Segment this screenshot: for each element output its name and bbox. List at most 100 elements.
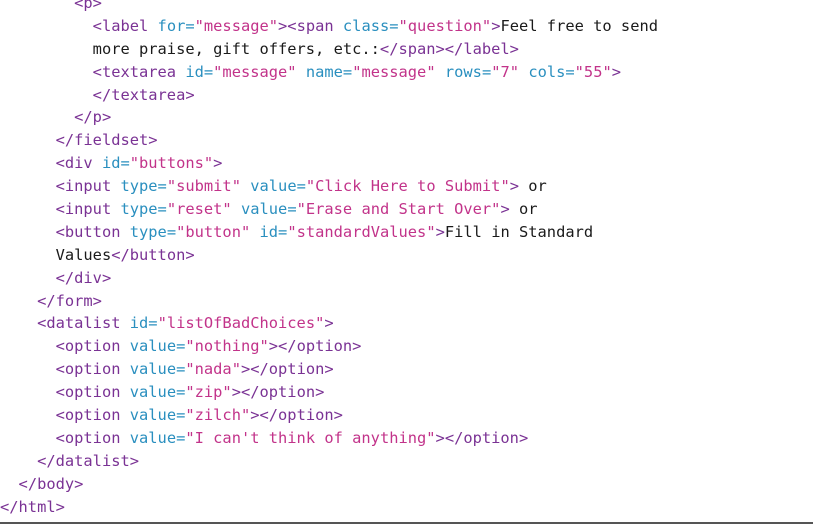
- code-token: for=: [157, 16, 195, 35]
- code-token: or: [509, 200, 538, 219]
- code-token: value=: [250, 177, 306, 196]
- code-token: "7": [491, 62, 520, 81]
- code-token: [0, 40, 93, 58]
- code-line: </fieldset>: [0, 129, 813, 152]
- code-line: <label for="message"><span class="questi…: [0, 15, 813, 38]
- code-line: <textarea id="message" name="message" ro…: [0, 61, 813, 84]
- code-token: [0, 177, 56, 195]
- code-token: "message": [352, 62, 436, 81]
- code-line: </datalist>: [0, 450, 813, 473]
- code-token: "Erase and Start Over": [296, 200, 501, 219]
- code-token: ></option>: [240, 360, 334, 379]
- code-token: </textarea>: [92, 85, 195, 104]
- code-token: "zilch": [185, 406, 251, 425]
- code-line: Values</button>: [0, 244, 813, 267]
- code-token: <option: [55, 406, 130, 425]
- code-token: Feel free to send: [500, 16, 658, 35]
- code-token: </datalist>: [37, 451, 140, 470]
- code-token: [0, 246, 56, 264]
- code-token: cols=: [528, 62, 575, 81]
- code-token: "button": [176, 222, 251, 241]
- code-token: rows=: [444, 62, 492, 81]
- code-line: <p>: [0, 0, 813, 15]
- code-token: ></option>: [435, 428, 529, 447]
- code-token: "reset": [166, 200, 232, 219]
- code-token: >: [213, 154, 223, 173]
- code-token: [0, 200, 56, 218]
- code-line: more praise, gift offers, etc.:</span></…: [0, 38, 813, 61]
- code-token: </div>: [55, 268, 112, 287]
- code-token: type=: [120, 200, 167, 219]
- code-line: </textarea>: [0, 84, 813, 107]
- code-token: <option: [55, 337, 130, 356]
- code-token: [0, 223, 56, 241]
- code-token: name=: [305, 62, 353, 81]
- code-token: value=: [129, 428, 186, 447]
- code-line: <input type="submit" value="Click Here t…: [0, 175, 813, 198]
- code-token: [0, 337, 56, 355]
- code-token: ></option>: [231, 383, 325, 402]
- code-token: </span></label>: [379, 39, 519, 58]
- code-token: [0, 292, 37, 310]
- code-token: <textarea: [92, 62, 186, 81]
- code-token: [241, 177, 250, 195]
- code-token: [0, 17, 93, 35]
- code-token: Values: [55, 245, 112, 264]
- code-token: <div: [55, 154, 102, 173]
- code-token: type=: [129, 222, 177, 241]
- code-line: <datalist id="listOfBadChoices">: [0, 312, 813, 335]
- code-line: <option value="nada"></option>: [0, 358, 813, 381]
- code-token: "zip": [185, 383, 232, 402]
- bottom-rule: [0, 522, 813, 524]
- code-token: <option: [55, 383, 130, 402]
- code-token: "listOfBadChoices": [157, 314, 325, 333]
- code-token: value=: [129, 406, 186, 425]
- code-token: id=: [185, 62, 214, 81]
- code-token: "I can't think of anything": [185, 428, 436, 447]
- code-token: [0, 406, 56, 424]
- code-line: <option value="I can't think of anything…: [0, 427, 813, 450]
- code-token: id=: [129, 314, 158, 333]
- code-line: <option value="nothing"></option>: [0, 335, 813, 358]
- code-token: </p>: [74, 108, 112, 127]
- code-token: <p>: [74, 0, 102, 12]
- code-token: >: [491, 16, 501, 35]
- code-token: "message": [213, 62, 297, 81]
- code-token: Fill in Standard: [444, 222, 594, 241]
- code-token: ></option>: [268, 337, 362, 356]
- code-line: <button type="button" id="standardValues…: [0, 221, 813, 244]
- code-token: [519, 63, 528, 81]
- code-token: >: [500, 200, 510, 219]
- code-token: [232, 200, 241, 218]
- code-token: [0, 63, 93, 81]
- code-token: >: [435, 222, 445, 241]
- code-token: >: [324, 314, 334, 333]
- code-line: </div>: [0, 267, 813, 290]
- code-token: "buttons": [129, 154, 214, 173]
- code-token: [0, 314, 37, 332]
- code-line: </form>: [0, 290, 813, 313]
- code-token: [0, 383, 56, 401]
- code-token: "submit": [166, 177, 241, 196]
- code-token: [297, 63, 306, 81]
- code-token: <input: [55, 200, 121, 219]
- code-token: "nada": [185, 360, 241, 379]
- code-token: ><span: [278, 16, 343, 35]
- code-token: [0, 86, 93, 104]
- code-token: [0, 360, 56, 378]
- code-token: [0, 429, 56, 447]
- code-token: value=: [129, 383, 186, 402]
- code-token: class=: [342, 16, 399, 35]
- code-line: </html>: [0, 496, 813, 519]
- code-token: "nothing": [185, 337, 269, 356]
- code-token: <option: [55, 428, 130, 447]
- code-token: id=: [101, 154, 130, 173]
- code-line: <option value="zilch"></option>: [0, 404, 813, 427]
- code-token: value=: [129, 337, 186, 356]
- code-token: [0, 269, 56, 287]
- code-token: [436, 63, 445, 81]
- code-line: <div id="buttons">: [0, 152, 813, 175]
- code-line: <input type="reset" value="Erase and Sta…: [0, 198, 813, 221]
- code-token: <datalist: [37, 314, 130, 333]
